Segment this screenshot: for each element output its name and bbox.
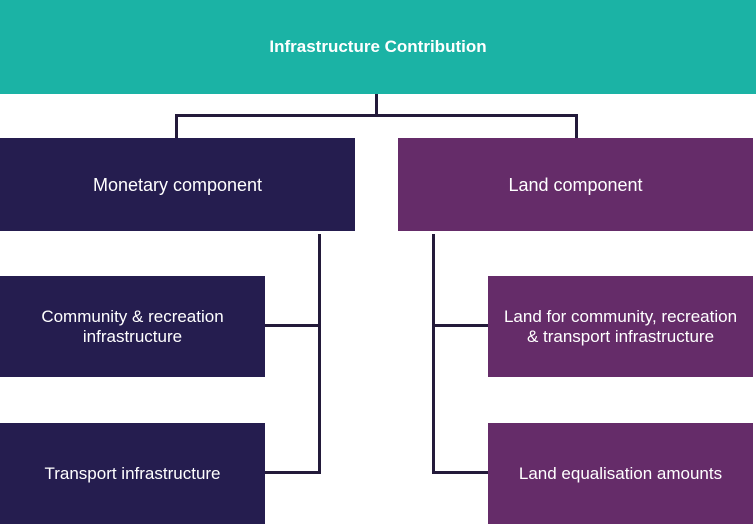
land-child-1-link [432, 324, 488, 327]
land-connector-drop [575, 114, 578, 138]
land-infrastructure-label: Land for community, recreation & transpo… [503, 306, 738, 346]
monetary-children-trunk [318, 234, 321, 474]
root-node-label: Infrastructure Contribution [269, 37, 487, 56]
transport-infrastructure-node: Transport infrastructure [0, 423, 265, 524]
land-child-2-link [432, 471, 488, 474]
land-component-node: Land component [398, 138, 753, 231]
community-recreation-node: Community & recreation infrastructure [0, 276, 265, 377]
root-connector-bar [175, 114, 578, 117]
monetary-connector-drop [175, 114, 178, 138]
land-infrastructure-node: Land for community, recreation & transpo… [488, 276, 753, 377]
root-connector-stem [375, 94, 378, 116]
monetary-child-1-link [265, 324, 321, 327]
community-recreation-label: Community & recreation infrastructure [41, 306, 224, 346]
monetary-child-2-link [265, 471, 321, 474]
land-children-trunk [432, 234, 435, 474]
land-component-label: Land component [508, 174, 643, 195]
root-node: Infrastructure Contribution [0, 0, 756, 94]
monetary-component-node: Monetary component [0, 138, 355, 231]
land-equalisation-label: Land equalisation amounts [518, 463, 723, 483]
monetary-component-label: Monetary component [92, 174, 263, 195]
transport-infrastructure-label: Transport infrastructure [44, 463, 221, 483]
land-equalisation-node: Land equalisation amounts [488, 423, 753, 524]
